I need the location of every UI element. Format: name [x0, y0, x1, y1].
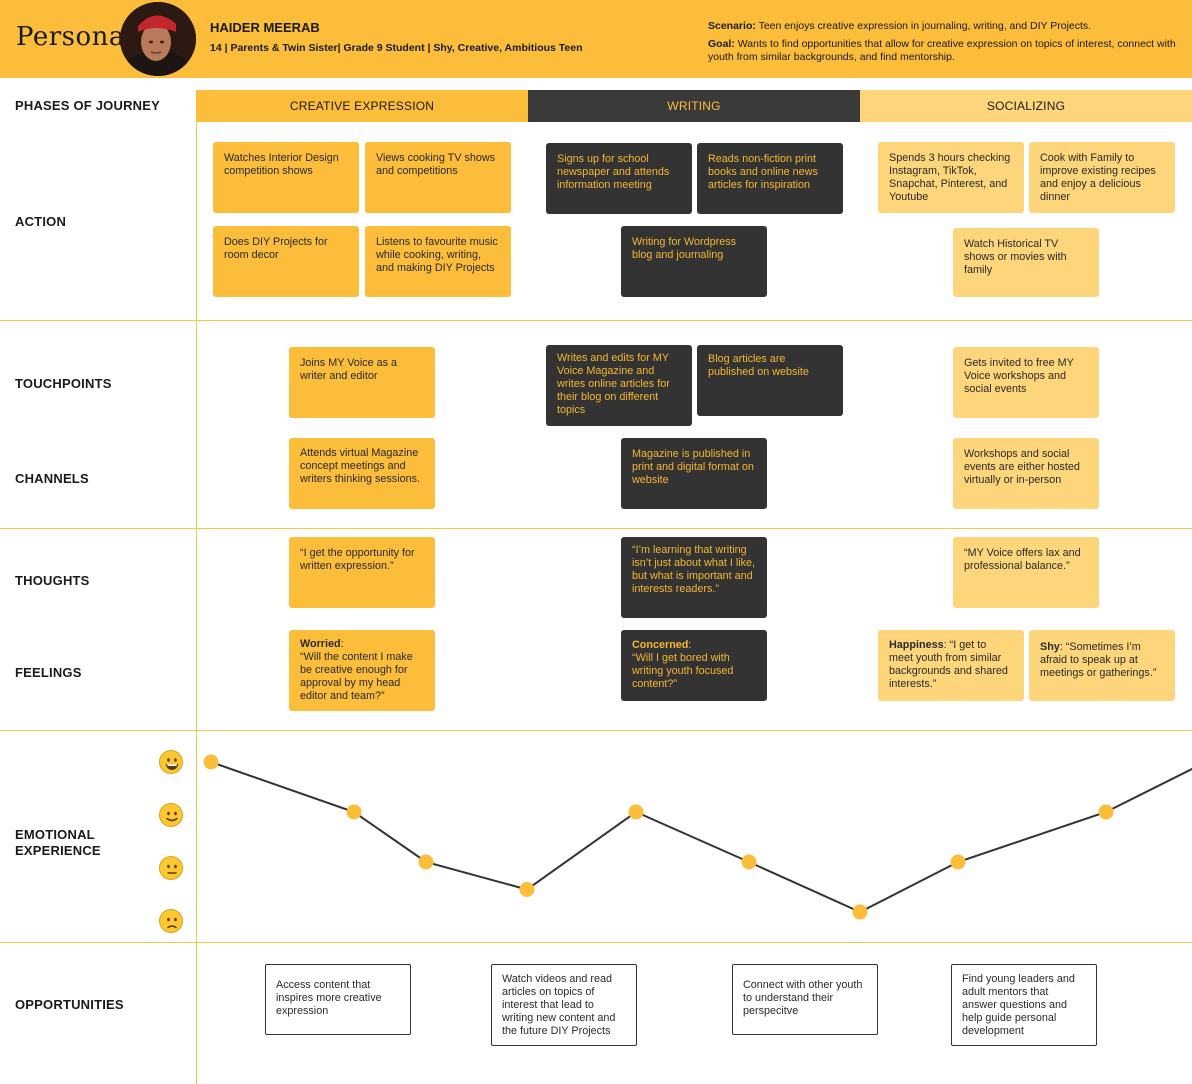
touchpoint-card: Joins MY Voice as a writer and editor: [289, 347, 435, 418]
emotion-point: [852, 904, 868, 920]
action-card: Watches Interior Design competition show…: [213, 142, 359, 213]
scenario: Scenario: Teen enjoys creative expressio…: [708, 20, 1178, 33]
action-card: Reads non-fiction print books and online…: [697, 143, 843, 214]
emotion-point: [346, 804, 362, 820]
channel-card: Magazine is published in print and digit…: [621, 438, 767, 509]
scenario-label: Scenario:: [708, 20, 756, 32]
emotion-line-chart: [203, 754, 1192, 920]
action-card: Signs up for school newspaper and attend…: [546, 143, 692, 214]
touchpoint-card: Writes and edits for MY Voice Magazine a…: [546, 345, 692, 426]
phase-writing: WRITING: [528, 90, 860, 122]
feeling-label: Concerned: [632, 639, 689, 651]
touchpoint-card: Blog articles are published on website: [697, 345, 843, 416]
feeling-label: Worried: [300, 638, 341, 650]
feeling-text: “Will the content I make be creative eno…: [300, 651, 413, 702]
feeling-card: Worried: “Will the content I make be cre…: [289, 630, 435, 711]
row-label-emotional: EMOTIONAL EXPERIENCE: [15, 827, 101, 858]
row-divider: [0, 942, 1192, 943]
emotion-point: [519, 882, 535, 897]
row-label-opportunities: OPPORTUNITIES: [15, 997, 124, 1012]
feeling-sep: :: [1059, 641, 1063, 653]
opportunity-card: Watch videos and read articles on topics…: [491, 964, 637, 1046]
emotion-point: [1098, 804, 1114, 820]
thought-card: “MY Voice offers lax and professional ba…: [953, 537, 1099, 608]
action-card: Views cooking TV shows and competitions: [365, 142, 511, 213]
feeling-text: “I get to meet youth from similar backgr…: [889, 639, 1008, 690]
feeling-card: Shy: “Sometimes I’m afraid to speak up a…: [1029, 630, 1175, 701]
row-label-feelings: FEELINGS: [15, 665, 82, 680]
feeling-sep: :: [943, 639, 947, 651]
goal: Goal: Wants to find opportunities that a…: [708, 38, 1178, 64]
goal-text: Wants to find opportunities that allow f…: [708, 38, 1176, 63]
feeling-card: Concerned: “Will I get bored with writin…: [621, 630, 767, 701]
feeling-text: “Will I get bored with writing youth foc…: [632, 652, 734, 690]
action-card: Does DIY Projects for room decor: [213, 226, 359, 297]
opportunity-card: Access content that inspires more creati…: [265, 964, 411, 1035]
emotion-point: [418, 854, 434, 870]
feeling-sep: :: [340, 638, 344, 650]
channel-card: Attends virtual Magazine concept meeting…: [289, 438, 435, 509]
persona-info: 14 | Parents & Twin Sister| Grade 9 Stud…: [210, 42, 583, 54]
feeling-text: “Sometimes I’m afraid to speak up at mee…: [1040, 641, 1157, 679]
phase-socializing: SOCIALIZING: [860, 90, 1192, 122]
thought-card: “I’m learning that writing isn’t just ab…: [621, 537, 767, 618]
grinning-face-icon: [159, 750, 183, 774]
action-card: Spends 3 hours checking Instagram, TikTo…: [878, 142, 1024, 213]
row-divider: [0, 320, 1192, 321]
emotion-point: [628, 804, 644, 820]
opportunity-card: Find young leaders and adult mentors tha…: [951, 964, 1097, 1046]
channel-card: Workshops and social events are either h…: [953, 438, 1099, 509]
persona-title: Persona: [16, 22, 125, 52]
neutral-face-icon: [159, 856, 183, 880]
persona-header: Persona HAIDER MEERAB 14 | Parents & Twi…: [0, 0, 1192, 78]
emotion-line: [210, 761, 1192, 914]
column-divider: [196, 90, 197, 1084]
frowning-face-icon: [159, 909, 183, 933]
row-label-thoughts: THOUGHTS: [15, 573, 90, 588]
emotion-point: [203, 754, 219, 770]
persona-avatar: [120, 2, 196, 76]
goal-label: Goal:: [708, 38, 735, 50]
feeling-sep: :: [688, 639, 692, 651]
action-card: Watch Historical TV shows or movies with…: [953, 228, 1099, 297]
action-card: Cook with Family to improve existing rec…: [1029, 142, 1175, 213]
emotion-point: [741, 854, 757, 870]
action-card: Listens to favourite music while cooking…: [365, 226, 511, 297]
phase-creative-expression: CREATIVE EXPRESSION: [196, 90, 528, 122]
smiling-face-icon: [159, 803, 183, 827]
thought-card: “I get the opportunity for written expre…: [289, 537, 435, 608]
feeling-card: Happiness: “I get to meet youth from sim…: [878, 630, 1024, 701]
row-label-touchpoints: TOUCHPOINTS: [15, 376, 112, 391]
row-divider: [0, 528, 1192, 529]
touchpoint-card: Gets invited to free MY Voice workshops …: [953, 347, 1099, 418]
scenario-text: Teen enjoys creative expression in journ…: [758, 20, 1092, 32]
feeling-label: Shy: [1040, 641, 1060, 653]
row-label-channels: CHANNELS: [15, 471, 89, 486]
feeling-label: Happiness: [889, 639, 944, 651]
row-label-action: ACTION: [15, 214, 67, 229]
opportunity-card: Connect with other youth to understand t…: [732, 964, 878, 1035]
persona-name: HAIDER MEERAB: [210, 20, 320, 35]
action-card: Writing for Wordpress blog and journalin…: [621, 226, 767, 297]
emotion-point: [950, 854, 966, 870]
row-divider: [0, 730, 1192, 731]
row-label-phases: PHASES OF JOURNEY: [15, 98, 160, 113]
